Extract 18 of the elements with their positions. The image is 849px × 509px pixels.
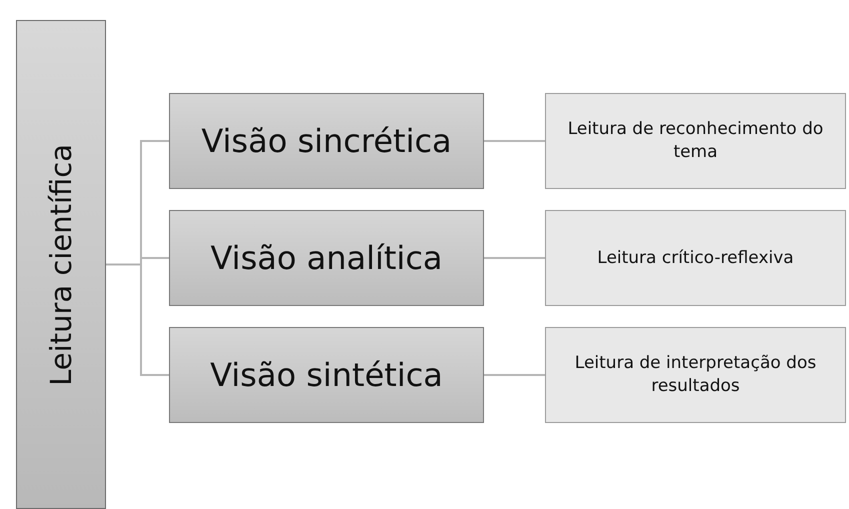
description-box bbox=[545, 327, 846, 423]
connector-line bbox=[484, 374, 545, 376]
connector-line bbox=[484, 257, 545, 259]
stage-box bbox=[169, 327, 484, 423]
node-label: Visão analítica bbox=[210, 239, 443, 277]
node-label: Leitura de reconhecimento do tema bbox=[566, 118, 824, 164]
node-label: Leitura crítico-reflexiva bbox=[596, 246, 795, 270]
stage-box bbox=[169, 210, 484, 306]
description-box bbox=[545, 210, 846, 306]
description-box bbox=[545, 93, 846, 189]
stage-box bbox=[169, 93, 484, 189]
node-label: Visão sincrética bbox=[201, 122, 452, 160]
node-label: Leitura científica bbox=[44, 144, 78, 386]
category-box bbox=[16, 20, 106, 509]
node-label: Visão sintética bbox=[210, 356, 443, 394]
connector-line bbox=[106, 264, 169, 376]
node-label: Leitura de interpretação dos resultados bbox=[574, 352, 818, 398]
connector-line bbox=[484, 140, 545, 142]
